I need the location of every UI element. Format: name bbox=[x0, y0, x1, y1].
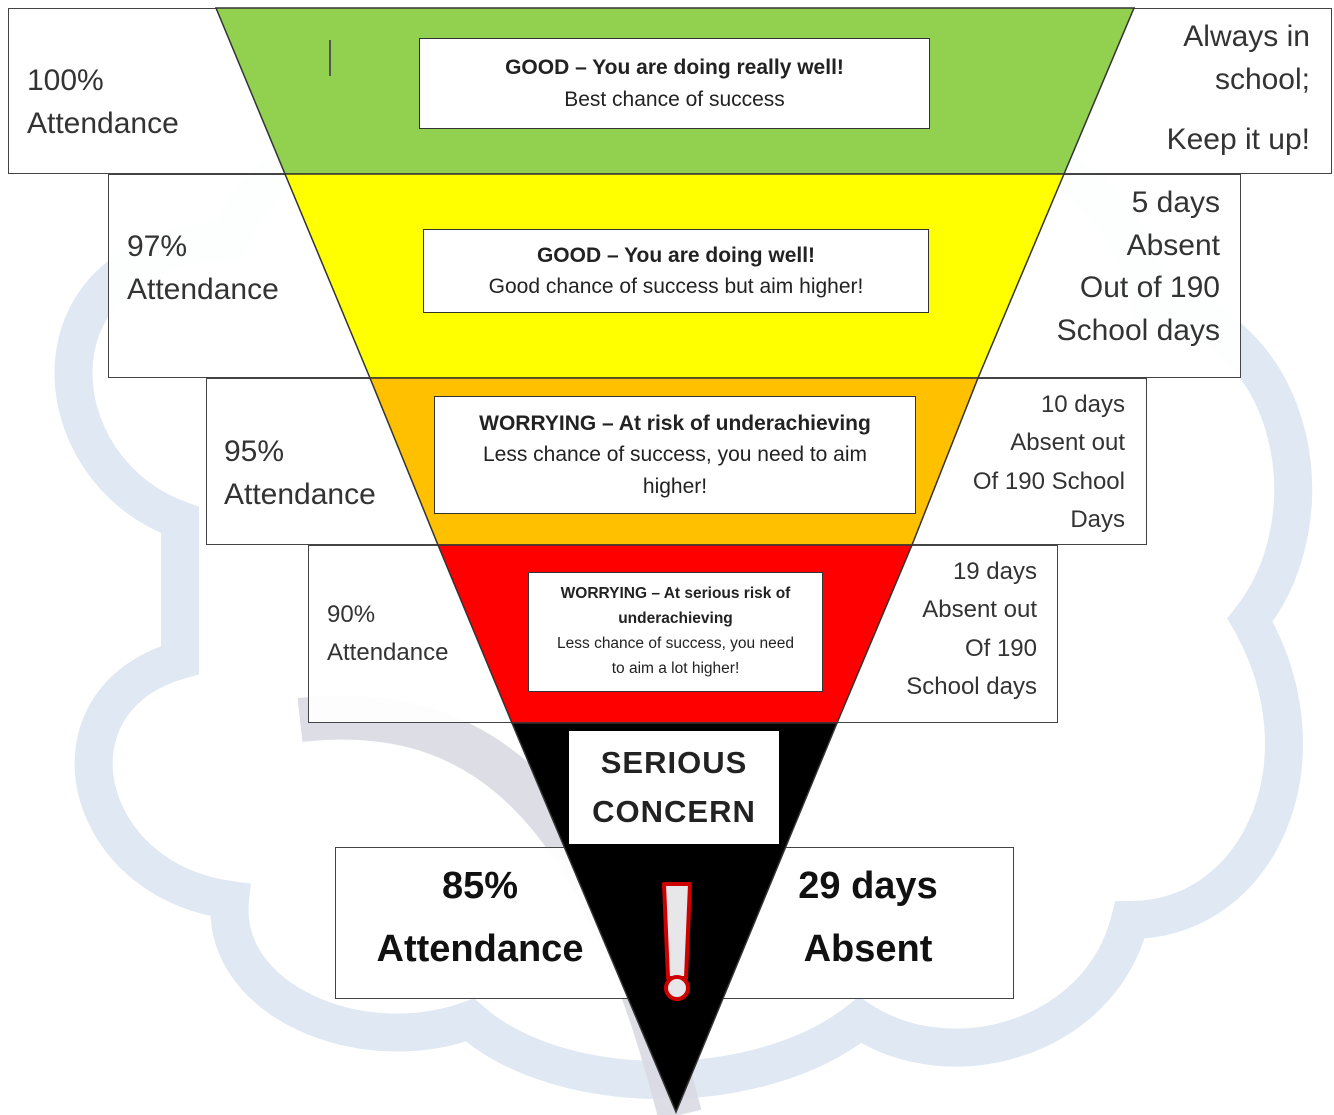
tier-100-left-text: 100% Attendance bbox=[27, 64, 179, 140]
tier-97-message-box: GOOD – You are doing well! Good chance o… bbox=[423, 229, 929, 313]
tier-95-right-text: 10 days Absent out Of 190 School Days bbox=[972, 391, 1125, 534]
serious-concern-label: SERIOUS CONCERN bbox=[569, 731, 779, 844]
tier-100-message-box: GOOD – You are doing really well! Best c… bbox=[419, 38, 930, 129]
tier-95-left-text: 95% Attendance bbox=[224, 435, 376, 511]
tier-100-right-text: Always in school; Keep it up! bbox=[1166, 20, 1310, 157]
tier-97-right-text: 5 days Absent Out of 190 School days bbox=[1056, 186, 1220, 347]
tier-97-left-text: 97% Attendance bbox=[127, 230, 279, 306]
tier-90-left-text: 90% Attendance bbox=[327, 601, 449, 667]
tier-85-left-text: 85% Attendance bbox=[376, 865, 584, 971]
tier-85-right-text: 29 days Absent bbox=[798, 865, 938, 971]
exclamation-icon bbox=[662, 882, 692, 1001]
tier-90-message-box: WORRYING – At serious risk of underachie… bbox=[528, 572, 823, 692]
tier-95-message-box: WORRYING – At risk of underachieving Les… bbox=[434, 396, 916, 514]
tier-90-right-text: 19 days Absent out Of 190 School days bbox=[906, 558, 1037, 701]
